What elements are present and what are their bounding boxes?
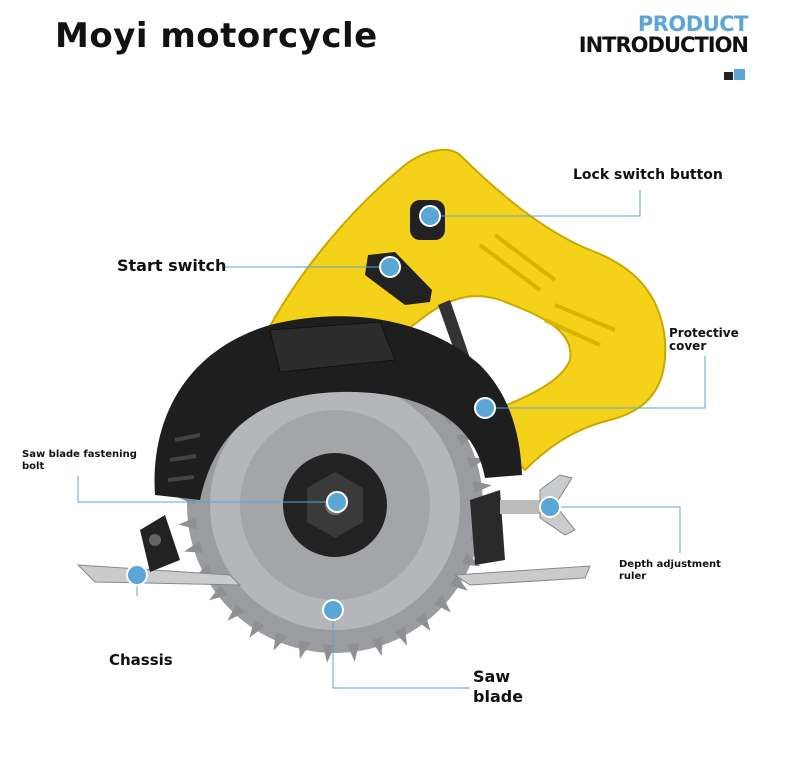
blade-tooth bbox=[394, 626, 408, 646]
depth-ruler-label: Depth adjustment ruler bbox=[619, 559, 721, 582]
product-heading-line1: PRODUCT bbox=[637, 12, 749, 36]
protective-cover bbox=[154, 316, 522, 500]
blade-tooth bbox=[249, 619, 265, 638]
protective-cover-label: Protective cover bbox=[669, 326, 739, 353]
saw-bolt-marker bbox=[326, 491, 348, 513]
tag-icon bbox=[724, 69, 745, 80]
blade-tooth bbox=[184, 541, 204, 553]
handle-grip-pattern bbox=[478, 233, 616, 347]
depth-ruler-marker bbox=[539, 496, 561, 518]
blade-tooth bbox=[433, 594, 451, 613]
product-heading-line2: INTRODUCTION bbox=[578, 33, 749, 57]
blade-tooth bbox=[371, 636, 383, 656]
blade-tooth bbox=[415, 612, 431, 631]
start-switch-marker bbox=[379, 256, 401, 278]
front-bracket bbox=[140, 515, 180, 572]
blade-tooth bbox=[298, 640, 311, 660]
lock-switch-label: Lock switch button bbox=[573, 167, 723, 183]
blade-tooth bbox=[472, 480, 492, 493]
cover-detail bbox=[269, 321, 396, 373]
saw-blade-label: Saw blade bbox=[473, 667, 524, 706]
product-introduction-heading: PRODUCT INTRODUCTION bbox=[578, 12, 749, 57]
chassis-label: Chassis bbox=[109, 651, 173, 669]
page-title: Moyi motorcycle bbox=[55, 16, 378, 56]
blade-tooth bbox=[273, 631, 288, 651]
start-switch-label: Start switch bbox=[117, 256, 227, 275]
blade-tooth bbox=[209, 585, 228, 601]
blade-tooth bbox=[178, 517, 198, 530]
rear-bracket bbox=[470, 490, 505, 565]
saw-blade-bolt-label: Saw blade fastening bolt bbox=[22, 449, 137, 472]
blade-tooth bbox=[322, 644, 335, 663]
saw-blade-marker bbox=[322, 599, 344, 621]
blade-tooth bbox=[227, 603, 246, 621]
cover-ribs bbox=[167, 433, 201, 482]
protective-cover-marker bbox=[474, 397, 496, 419]
lock-switch-marker bbox=[419, 205, 441, 227]
chassis-plate bbox=[76, 564, 242, 586]
depth-knob bbox=[500, 474, 576, 536]
chassis-marker bbox=[126, 564, 148, 586]
chassis-plate-right bbox=[453, 565, 591, 586]
blade-tooth bbox=[449, 575, 468, 591]
saw-handle bbox=[263, 148, 667, 472]
blade-tooth bbox=[347, 642, 360, 662]
